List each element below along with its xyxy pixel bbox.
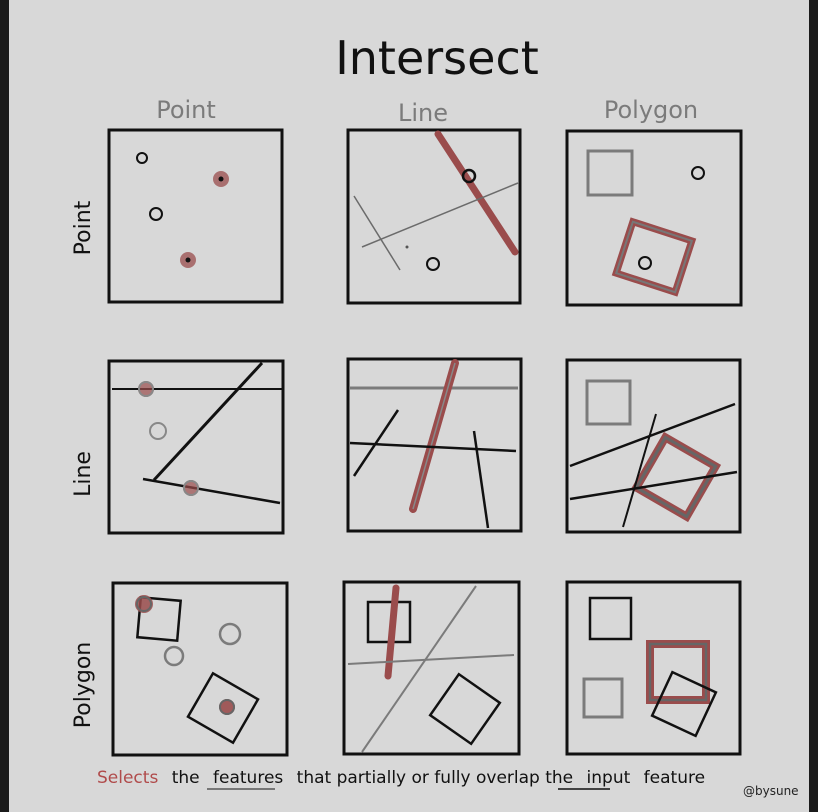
cell-frame — [107, 359, 285, 535]
line-feature — [352, 409, 400, 477]
caption-features: features — [213, 768, 283, 788]
polygon-feature — [582, 677, 624, 719]
title: Intersect — [335, 31, 539, 85]
line-feature — [472, 430, 490, 529]
diagram-card — [9, 0, 809, 812]
cell-line-polygon — [565, 358, 742, 534]
point-feature — [136, 152, 148, 164]
input-polygon — [428, 672, 502, 746]
caption-the: the — [172, 768, 200, 788]
input-point — [185, 257, 191, 263]
input-line — [152, 361, 264, 482]
input-point — [638, 256, 652, 270]
point-feature — [149, 207, 163, 221]
line-feature — [349, 441, 517, 453]
input-point — [691, 166, 705, 180]
line-feature — [353, 195, 401, 271]
polygon-feature — [585, 379, 632, 426]
line-feature — [347, 654, 515, 665]
point-feature — [138, 381, 154, 397]
line-feature — [361, 182, 519, 248]
polygon-feature — [648, 642, 708, 702]
input-polygon — [588, 596, 633, 641]
caption: Selects the features that partially or f… — [97, 768, 705, 788]
input-line — [622, 413, 657, 528]
column-label-line: Line — [398, 99, 448, 127]
column-label-polygon: Polygon — [604, 96, 698, 124]
polygon-feature — [634, 435, 718, 519]
point-feature — [136, 596, 152, 612]
cell-polygon-polygon — [565, 580, 742, 756]
row-label-line: Line — [71, 451, 96, 497]
polygon-feature — [586, 149, 634, 197]
input-point — [461, 168, 477, 184]
row-label-polygon: Polygon — [71, 642, 96, 728]
line-feature — [361, 585, 477, 753]
cell-point-line — [346, 128, 522, 305]
cell-point-polygon — [565, 129, 743, 307]
input-polygon — [650, 670, 718, 738]
row-label-point: Point — [71, 200, 96, 255]
selected-polygon-highlight — [611, 217, 697, 297]
cell-frame — [346, 357, 523, 533]
cell-point-point — [107, 128, 284, 304]
cell-line-point — [107, 359, 285, 535]
cell-frame — [346, 128, 522, 305]
input-line — [412, 362, 456, 510]
caption-input: input — [587, 768, 631, 788]
point-feature — [183, 480, 199, 496]
point-dot — [405, 245, 409, 249]
selected-point-highlight — [219, 699, 235, 715]
point-feature — [218, 622, 242, 646]
selected-line-highlight — [434, 130, 519, 256]
caption-feature: feature — [644, 768, 705, 788]
point-feature — [163, 645, 185, 667]
caption-overlap: that partially or fully overlap the — [297, 768, 573, 788]
credit: @bysune — [743, 784, 799, 798]
selected-polygon-highlight — [646, 640, 710, 704]
selected-point-highlight — [183, 480, 199, 496]
input-polygon — [186, 671, 260, 745]
cell-frame — [565, 129, 743, 307]
polygon-feature — [614, 220, 694, 294]
input-point — [218, 176, 224, 182]
point-feature — [149, 422, 167, 440]
cell-frame — [565, 580, 742, 756]
cell-polygon-point — [111, 581, 289, 757]
cell-frame — [565, 358, 742, 534]
column-label-point: Point — [156, 96, 216, 124]
input-line — [569, 402, 736, 468]
cell-line-line — [346, 357, 523, 533]
cell-frame — [107, 128, 284, 304]
caption-selects: Selects — [97, 768, 158, 788]
selected-point-highlight — [138, 381, 154, 397]
input-line — [569, 470, 738, 501]
input-polygon — [135, 595, 183, 643]
cell-polygon-line — [342, 580, 521, 756]
point-feature — [219, 699, 235, 715]
input-point — [426, 257, 440, 271]
input-line — [142, 477, 281, 505]
cell-frame — [342, 580, 521, 756]
cell-frame — [111, 581, 289, 757]
